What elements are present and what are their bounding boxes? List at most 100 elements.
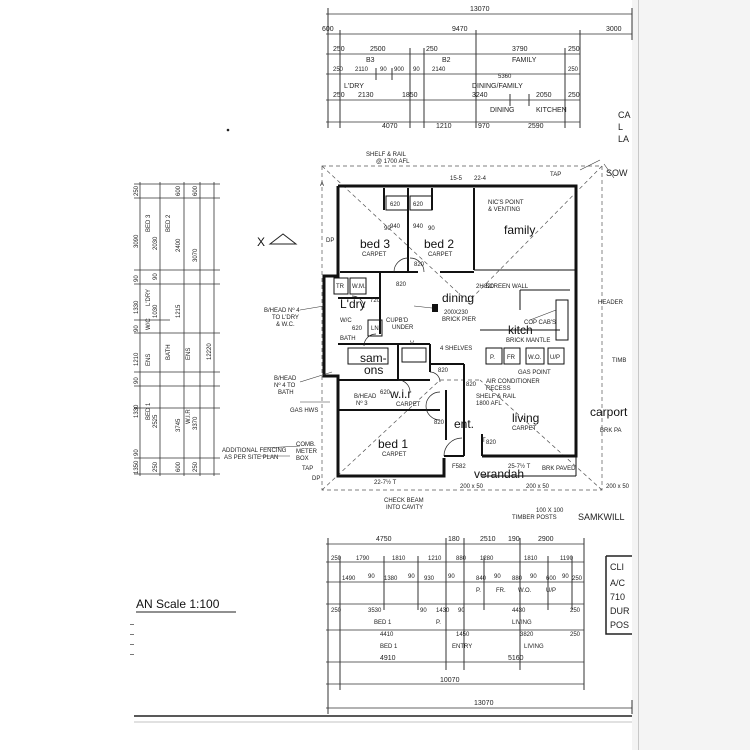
left-dim: 90 xyxy=(134,377,140,384)
cut-label: L xyxy=(618,122,623,132)
top-dim: 900 xyxy=(394,67,405,73)
roofline xyxy=(321,165,603,491)
section-x-mark: X xyxy=(257,235,265,249)
note-recess: RECESS xyxy=(486,386,511,392)
note-cavity: INTO CAVITY xyxy=(386,505,423,511)
left-dim: 1215 xyxy=(176,304,182,318)
note-brick-pier: BRICK PIER xyxy=(442,317,477,323)
left-dim: 250 xyxy=(134,185,140,196)
room-dim: 720 xyxy=(370,298,381,304)
room-dim: 820 xyxy=(486,440,497,446)
title-block-text: 710 xyxy=(610,592,625,602)
bottom-dim: 1210 xyxy=(428,556,442,562)
bottom-dim: 190 xyxy=(508,536,520,543)
left-dimension-lines xyxy=(134,182,220,476)
top-room-label: KITCHEN xyxy=(536,107,567,114)
bottom-label: LIVING xyxy=(512,620,532,626)
left-room-label: L'DRY xyxy=(146,289,152,306)
bottom-dim: 4910 xyxy=(380,655,396,662)
scan-edge xyxy=(632,0,750,750)
appliance-up: U/P xyxy=(550,355,560,361)
bottom-dim: 250 xyxy=(331,608,342,614)
note-to-ldry: TO L'DRY xyxy=(272,315,299,321)
note-dp-left: DP xyxy=(326,238,334,244)
left-dim: 250 xyxy=(153,461,159,472)
note-samk: SAMKWILL xyxy=(578,512,625,522)
bottom-dim-overall: 13070 xyxy=(474,700,494,707)
left-dim: 600 xyxy=(193,185,199,196)
tick-marks xyxy=(130,624,134,655)
left-dim: 3090 xyxy=(134,234,140,248)
room-wir: w.i.r xyxy=(389,387,411,401)
top-dim: 2140 xyxy=(432,67,446,73)
top-dim: 4070 xyxy=(382,123,398,130)
note-brk-pa: BRK PA xyxy=(600,428,622,434)
bottom-dim: 880 xyxy=(512,576,523,582)
note-shelf-afl: @ 1700 AFL xyxy=(376,159,410,165)
top-room-label: DINING/FAMILY xyxy=(472,83,523,90)
note-bath: BATH xyxy=(278,390,294,396)
bottom-dim: 250 xyxy=(570,608,581,614)
bottom-dim: 930 xyxy=(424,576,435,582)
room-living-floor: CARPET xyxy=(512,426,537,432)
room-dim: 820 xyxy=(434,420,445,426)
note-meter: METER xyxy=(296,449,318,455)
appliance-p: P. xyxy=(490,355,495,361)
left-dim: 12220 xyxy=(207,343,213,360)
room-dim: 940 xyxy=(390,224,401,230)
room-dim: 940 xyxy=(413,224,424,230)
bottom-dim: 3530 xyxy=(368,608,382,614)
left-room-label: W/C xyxy=(146,318,152,330)
cut-label: CA xyxy=(618,110,631,120)
bottom-dim: 880 xyxy=(456,556,467,562)
left-room-label: BED 3 xyxy=(146,214,152,232)
top-dimension-lines xyxy=(326,8,633,128)
room-dim: 820 xyxy=(414,262,425,268)
room-laundry: L'dry xyxy=(340,297,366,311)
note-t: T xyxy=(482,438,486,444)
bottom-label: LIVING xyxy=(524,644,544,650)
note-dim-227: 22-7½ T xyxy=(374,479,397,486)
bottom-dim: 4430 xyxy=(512,608,526,614)
fixture-wm: W.M. xyxy=(352,284,366,290)
note-bhead3: B/HEAD xyxy=(354,394,377,400)
top-dim: 2130 xyxy=(358,92,374,99)
bottom-dim: 90 xyxy=(562,574,569,580)
note-box: BOX xyxy=(296,456,309,462)
left-dim: 90 xyxy=(153,273,159,280)
top-dim: 250 xyxy=(333,46,345,53)
left-dim: 3070 xyxy=(193,248,199,262)
appliance-wo: W.O. xyxy=(528,355,542,361)
bottom-label: P. xyxy=(436,620,441,626)
top-dim: 5360 xyxy=(498,74,512,80)
note-check-beam: CHECK BEAM xyxy=(384,498,424,504)
bottom-dim: 5160 xyxy=(508,655,524,662)
bottom-dimension-text: 4750 180 2510 190 2900 250 1790 1810 121… xyxy=(331,536,583,707)
bottom-label: P. xyxy=(476,588,481,594)
note-dim-257: 25-7½ T xyxy=(508,463,531,470)
room-entry: ent. xyxy=(454,417,474,431)
note-f582: F582 xyxy=(452,464,466,470)
bottom-dim: 250 xyxy=(331,556,342,562)
room-dim: 820 xyxy=(396,282,407,288)
left-dim: 1330 xyxy=(134,404,140,418)
bottom-label: U/P xyxy=(546,588,556,594)
top-dim: 3240 xyxy=(472,92,488,99)
left-dim: 90 xyxy=(134,449,140,456)
note-screen: 2H SCREEN WALL xyxy=(476,284,529,290)
left-dim: 1030 xyxy=(153,304,159,318)
left-room-label: BED 2 xyxy=(166,214,172,232)
bottom-label: BED 1 xyxy=(380,644,398,650)
left-dimension-text: 250 3090 90 1330 90 1210 90 1330 90 1350… xyxy=(134,185,213,474)
top-dim: 1850 xyxy=(402,92,418,99)
left-dim: 3745 xyxy=(176,418,182,432)
room-verandah: verandah xyxy=(474,467,524,481)
bottom-dim: 1490 xyxy=(342,576,356,582)
bottom-dim: 1380 xyxy=(384,576,398,582)
note-under: UNDER xyxy=(392,325,414,331)
left-dim: 2400 xyxy=(176,238,182,252)
note-200x50: 200 x 50 xyxy=(526,484,550,490)
room-dim: 90 xyxy=(384,226,391,232)
note-gas-hws: GAS HWS xyxy=(290,408,318,414)
left-room-label: ENS xyxy=(146,354,152,366)
